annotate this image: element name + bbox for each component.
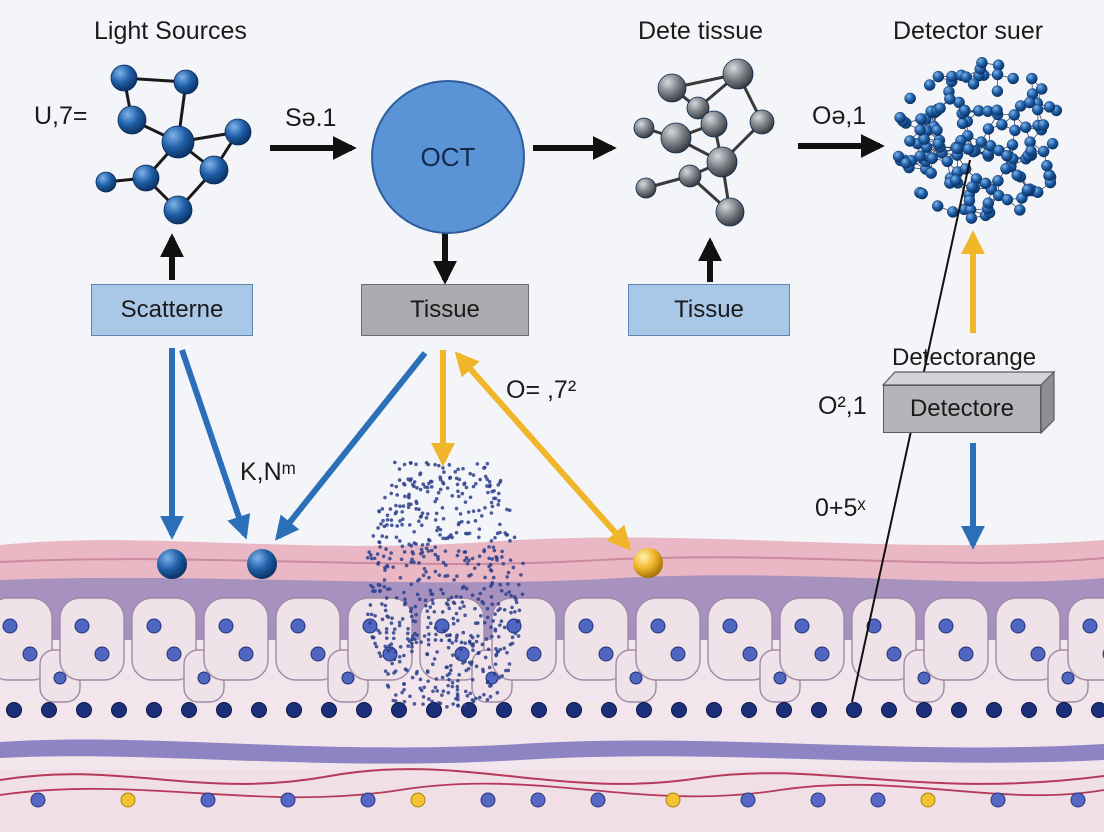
label-s31: Sə.1 bbox=[285, 104, 337, 132]
header-dete-tissue: Dete tissue bbox=[638, 17, 764, 45]
label-o21: O²,1 bbox=[818, 392, 867, 420]
tissue-center-box: Tissue bbox=[361, 284, 529, 336]
particle-blue-2 bbox=[247, 549, 277, 579]
label-u7: U,7= bbox=[34, 102, 88, 130]
detectore-box: Detectore bbox=[883, 385, 1041, 433]
yellow-arrows bbox=[431, 230, 985, 551]
label-kn: K,Nᵐ bbox=[240, 458, 296, 486]
particle-cloud-icon bbox=[365, 460, 525, 709]
scatterne-box: Scatterne bbox=[91, 284, 253, 336]
particle-yellow bbox=[633, 548, 663, 578]
label-o72: O= ,7² bbox=[506, 376, 577, 404]
arrow-blue-2 bbox=[179, 349, 251, 540]
header-detector-suer: Detector suer bbox=[893, 17, 1044, 45]
header-light-sources: Light Sources bbox=[94, 17, 247, 45]
label-detectorange: Detectorange bbox=[892, 344, 1037, 371]
oct-node: OCT bbox=[371, 80, 525, 234]
tissue-right-box: Tissue bbox=[628, 284, 790, 336]
blue-arrows bbox=[160, 348, 985, 550]
arrow-blue-3 bbox=[275, 351, 428, 541]
label-o5x: 0+5ˣ bbox=[815, 494, 866, 522]
particle-blue-1 bbox=[157, 549, 187, 579]
label-o31: Oə,1 bbox=[812, 102, 867, 130]
black-arrows bbox=[160, 134, 885, 285]
nanoparticle-cluster-icon bbox=[892, 57, 1063, 224]
molecule-gray-icon bbox=[633, 58, 775, 227]
epidermal-cells bbox=[0, 597, 1104, 703]
blood-cell-row bbox=[6, 702, 1104, 808]
molecule-blue-icon bbox=[95, 64, 252, 225]
arrow-yellow-diagonal bbox=[454, 351, 632, 551]
